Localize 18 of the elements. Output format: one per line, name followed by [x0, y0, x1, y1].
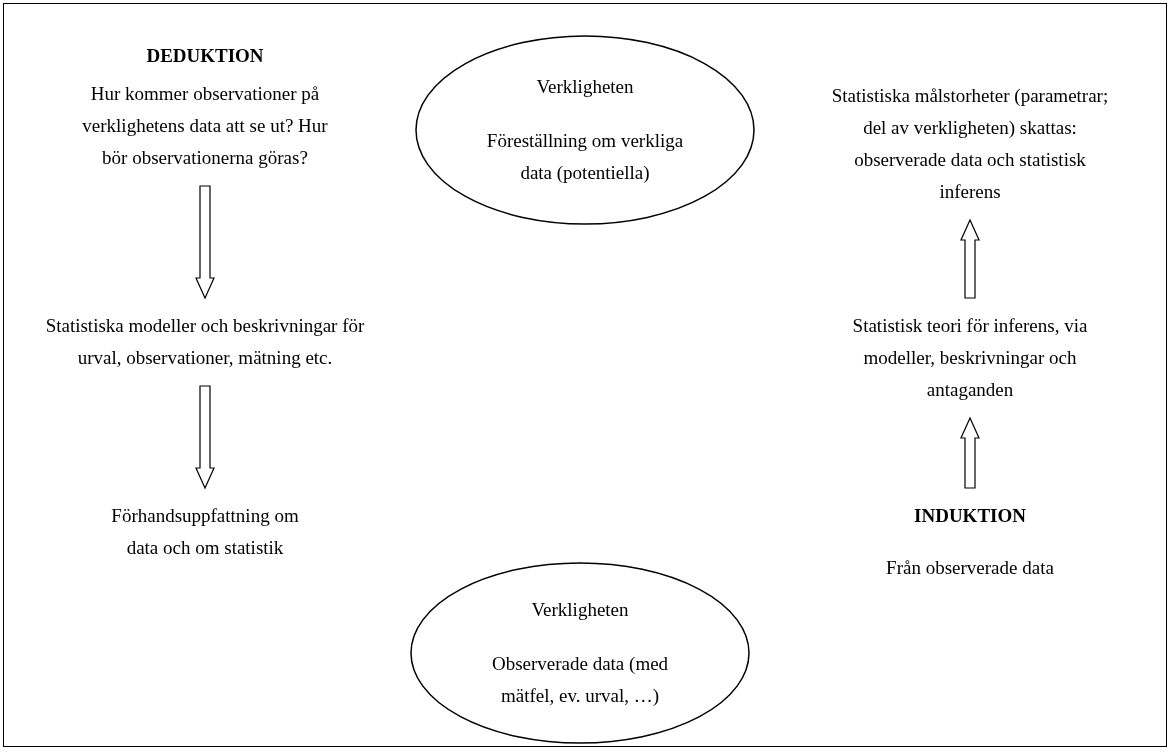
hollow-arrow — [195, 185, 215, 300]
node-text: Från observerade data — [886, 556, 1054, 580]
node-text: Statistisk teori för inferens, via modeller, beskrivningar och antaganden — [851, 314, 1089, 402]
node-text: Statistiska modeller och beskrivningar för urval, observationer, mätning etc. — [45, 314, 365, 370]
node-text: Observerade data (med mätfel, ev. urval, …) — [490, 652, 670, 708]
node-text: Statistiska målstorheter (parametrar; del av verkligheten) skattas: observerade data och statistisk inferens — [830, 84, 1110, 204]
ellipse-node — [415, 35, 755, 225]
node-text: Förhandsuppfattning om data och om statistik — [110, 504, 300, 560]
hollow-arrow — [960, 218, 980, 299]
ellipse-node — [410, 562, 750, 744]
ellipse-title: Verkligheten — [531, 598, 629, 622]
hollow-arrow — [960, 416, 980, 489]
section-heading: DEDUKTION — [146, 44, 264, 68]
section-heading: INDUKTION — [914, 504, 1026, 528]
hollow-arrow — [195, 385, 215, 490]
node-text: Föreställning om verkliga data (potentiella) — [485, 129, 685, 185]
node-text: Hur kommer observationer på verklighetens data att se ut? Hur bör observationerna göras? — [81, 82, 329, 170]
ellipse-title: Verkligheten — [536, 75, 634, 99]
